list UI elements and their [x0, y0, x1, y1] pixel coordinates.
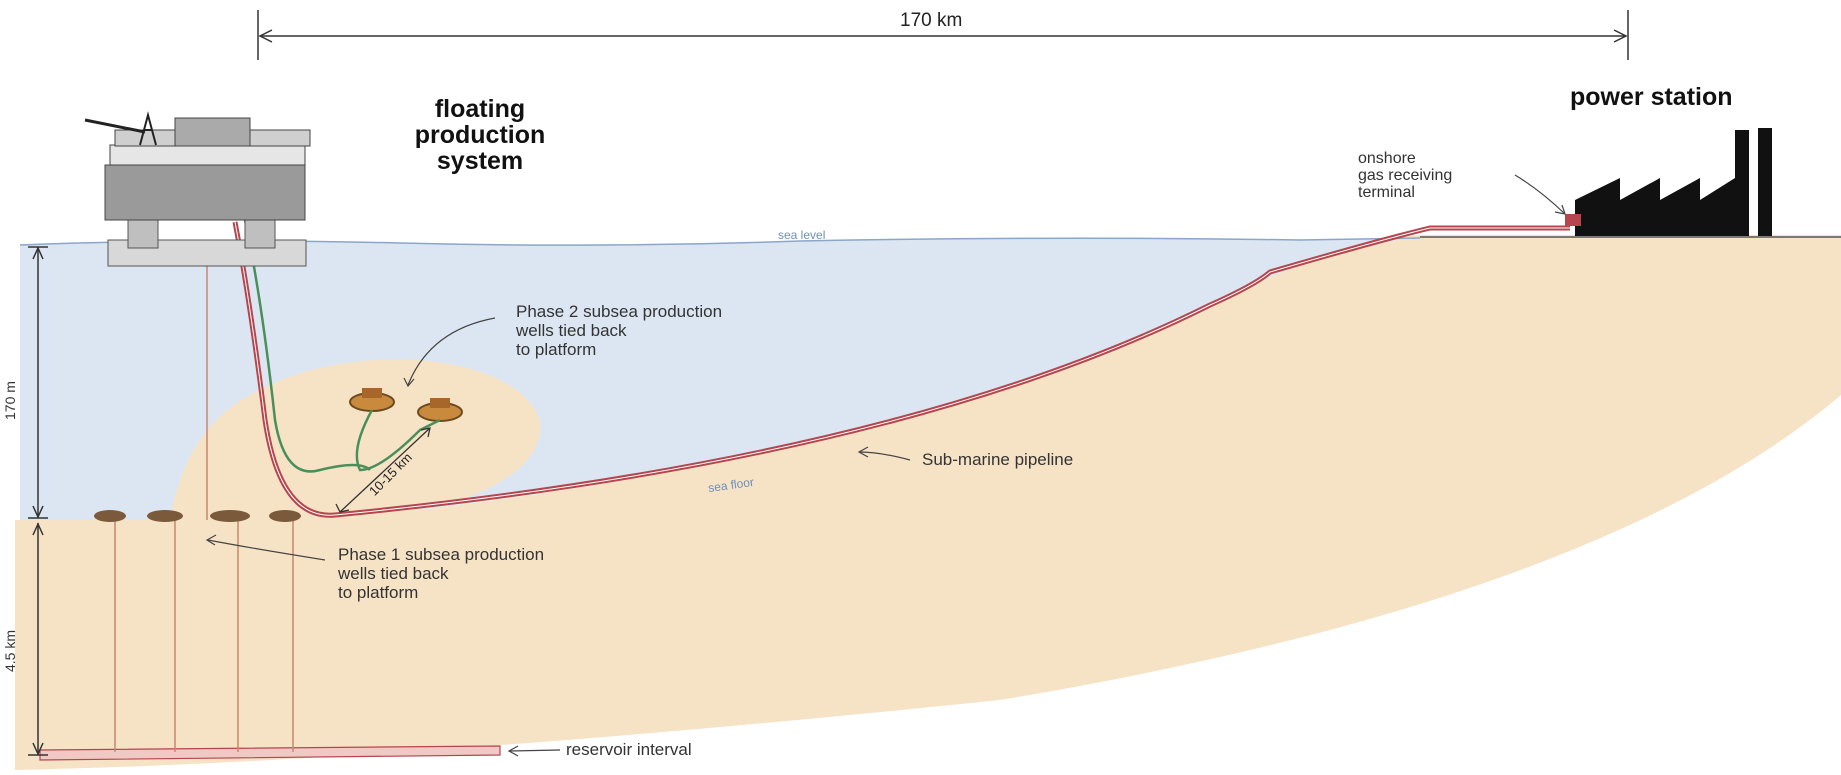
- leader-arrows: [205, 174, 1566, 757]
- phase2-flowline: [355, 409, 441, 472]
- tieback-dimension: [335, 427, 431, 513]
- power-station-title: power station: [1570, 83, 1733, 111]
- terminal-label-line: onshore: [1358, 150, 1416, 167]
- reservoir-label: reservoir interval: [566, 740, 692, 759]
- phase2-label-line: Phase 2 subsea production: [516, 302, 723, 321]
- platform-title-line: floating: [434, 95, 526, 123]
- reservoir-band: [39, 745, 501, 761]
- pipeline-label: Sub-marine pipeline: [922, 450, 1074, 469]
- phase2-label-line: wells tied back: [516, 321, 627, 340]
- reservoir-depth-dimension: [28, 522, 48, 756]
- phase1-label: Phase 1 subsea production wells tied bac…: [338, 545, 544, 602]
- phase1-label-line: Phase 1 subsea production: [338, 545, 545, 564]
- phase2-label-line: to platform: [516, 340, 597, 359]
- phase2-label: Phase 2 subsea production wells tied bac…: [516, 302, 722, 359]
- terminal-label: onshore gas receiving terminal: [1358, 150, 1452, 201]
- phase1-subsea-wells: [94, 510, 301, 522]
- reservoir-depth-label: 4.5 km: [2, 629, 18, 672]
- floating-platform-icon: [84, 111, 311, 267]
- phase1-label-line: wells tied back: [338, 564, 449, 583]
- well-bores: [114, 250, 294, 752]
- terminal-label-line: terminal: [1358, 184, 1415, 201]
- platform-title-line: production: [414, 121, 546, 149]
- factory-icon: [1565, 128, 1772, 236]
- distance-dimension: [257, 10, 1629, 60]
- phase2-riser: [243, 219, 371, 473]
- platform-title: floating production system: [380, 96, 580, 174]
- sea-level-label: sea level: [778, 228, 826, 242]
- pipeline-highlight: [234, 221, 1570, 516]
- platform-title-line: system: [436, 147, 524, 175]
- seabed-sediment: [15, 235, 1841, 770]
- phase1-label-line: to platform: [338, 583, 419, 602]
- terminal-label-line: gas receiving: [1358, 167, 1453, 184]
- water-depth-dimension: [28, 246, 48, 519]
- water-depth-label: 170 m: [2, 381, 18, 420]
- distance-label: 170 km: [900, 10, 963, 31]
